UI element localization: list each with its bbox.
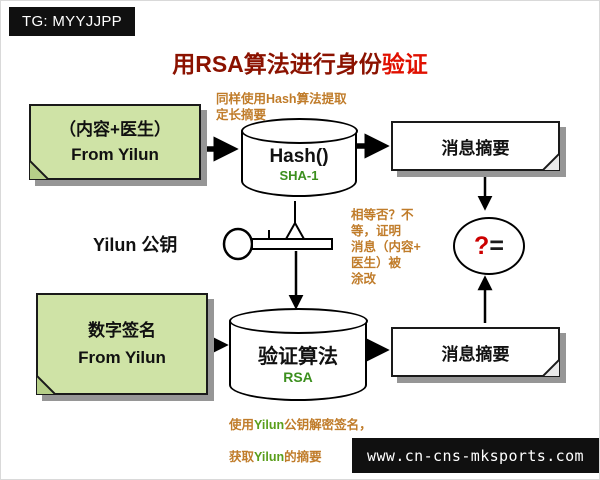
- note-line: From Yilun: [78, 348, 166, 367]
- verify-label: 验证算法: [258, 346, 338, 368]
- equals-sign: =: [489, 231, 504, 260]
- annotation-text: 获取: [229, 450, 255, 464]
- annotation-text: 的摘要: [284, 450, 322, 464]
- note-line: 消息摘要: [441, 344, 510, 364]
- website-url-bar: www.cn-cns-mksports.com: [352, 438, 599, 473]
- folded-corner-icon: [29, 160, 49, 180]
- telegram-badge: TG: MYYJJPP: [9, 7, 135, 36]
- cylinder-cap: [228, 308, 368, 334]
- hash-annotation: 同样使用Hash算法提取 定长摘要: [216, 92, 347, 122]
- key-icon: [222, 201, 333, 261]
- page-title: 用RSA算法进行身份验证: [1, 45, 599, 79]
- note-line: （内容+医生）: [59, 120, 171, 139]
- verify-annotation: 使用Yilun公钥解密签名， 获取Yilun的摘要: [229, 401, 372, 479]
- annotation-line: 获取Yilun的摘要: [229, 449, 372, 465]
- note-digital-signature: 数字签名 From Yilun: [36, 293, 208, 395]
- note-line: 消息摘要: [441, 138, 510, 158]
- compare-ellipse: ?=: [453, 217, 525, 275]
- verify-sublabel: RSA: [283, 369, 313, 385]
- note-content-doctor: （内容+医生） From Yilun: [29, 104, 201, 180]
- note-line: From Yilun: [71, 145, 159, 164]
- annotation-text: 公钥解密签名，: [284, 418, 372, 432]
- title-highlight: 验证: [381, 51, 428, 77]
- website-url: www.cn-cns-mksports.com: [367, 446, 584, 465]
- hash-label: Hash(): [269, 146, 329, 167]
- folded-corner-icon: [542, 153, 560, 171]
- cylinder-cap: [240, 118, 358, 144]
- note-digest-bottom: 消息摘要: [391, 327, 560, 377]
- annotation-highlight: Yilun: [254, 418, 285, 432]
- public-key-label: Yilun 公钥: [93, 235, 178, 255]
- annotation-text: 使用: [229, 418, 255, 432]
- folded-corner-icon: [542, 359, 560, 377]
- note-digest-top: 消息摘要: [391, 121, 560, 171]
- note-line: 数字签名: [88, 321, 156, 340]
- hash-cylinder: Hash() SHA-1: [240, 118, 358, 197]
- title-main: 用RSA算法进行身份: [172, 51, 382, 77]
- compare-annotation: 相等否？不 等，证明 消息（内容+ 医生）被 涂改: [351, 208, 421, 286]
- folded-corner-icon: [36, 375, 56, 395]
- verify-cylinder: 验证算法 RSA: [228, 308, 368, 401]
- hash-sublabel: SHA-1: [279, 168, 319, 183]
- annotation-line: 使用Yilun公钥解密签名，: [229, 417, 372, 433]
- question-mark: ?: [474, 231, 490, 260]
- annotation-highlight: Yilun: [254, 450, 285, 464]
